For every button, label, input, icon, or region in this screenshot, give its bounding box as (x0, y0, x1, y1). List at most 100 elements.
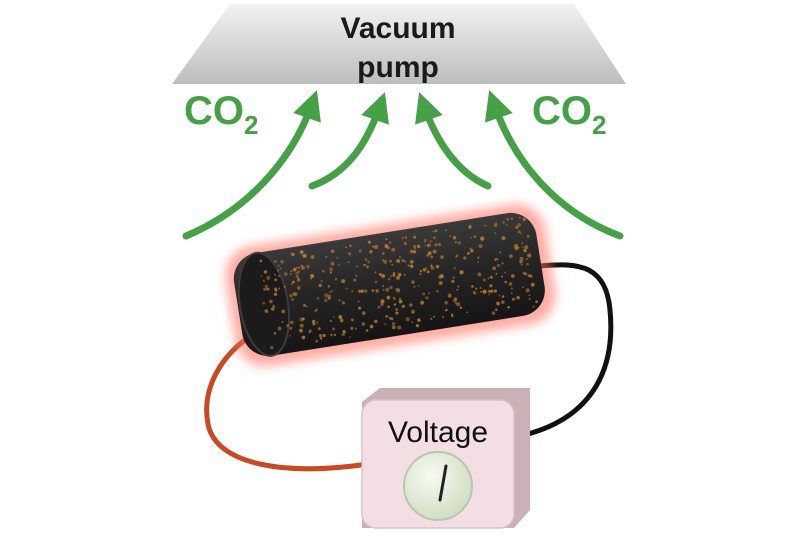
particle (497, 263, 501, 268)
particle (341, 279, 346, 284)
particle (392, 273, 396, 277)
particle (489, 275, 493, 279)
particle (281, 309, 286, 314)
particle (451, 279, 455, 283)
particle (374, 280, 378, 284)
particle (505, 224, 508, 227)
particle (385, 314, 389, 318)
particle (396, 259, 401, 263)
particle (471, 285, 474, 288)
particle (290, 320, 294, 325)
particle (432, 236, 436, 240)
particle (299, 328, 303, 333)
particle (290, 282, 293, 285)
particle (524, 245, 529, 250)
particle (392, 271, 396, 275)
particle (403, 241, 408, 246)
particle (398, 299, 403, 304)
particle (318, 334, 323, 338)
particle (289, 293, 293, 298)
particle (491, 311, 496, 315)
particle (392, 296, 396, 300)
particle (393, 303, 397, 306)
particle (466, 311, 469, 314)
particle (384, 244, 389, 249)
particle (432, 249, 437, 254)
particle (413, 285, 416, 288)
particle (459, 270, 464, 275)
particle (494, 222, 498, 225)
particle (296, 278, 301, 282)
particle (363, 263, 366, 267)
particle (320, 280, 323, 283)
particle (339, 318, 344, 323)
vacuum-pump-label-line2: pump (357, 51, 439, 84)
particle (351, 318, 354, 322)
particle (436, 290, 439, 293)
particle (396, 275, 400, 280)
particle (378, 272, 382, 276)
particle (358, 249, 362, 253)
particle (316, 321, 319, 324)
particle (301, 254, 304, 256)
particle (390, 275, 392, 277)
particle (316, 297, 320, 300)
particle (521, 246, 524, 249)
particle (391, 247, 396, 252)
particle (349, 336, 352, 338)
particle (397, 272, 402, 277)
particle (278, 274, 281, 277)
particle (265, 287, 268, 290)
particle (264, 309, 269, 313)
particle (498, 294, 501, 297)
voltage-power-supply: Voltage (361, 388, 530, 529)
particle (280, 259, 284, 264)
particle (420, 300, 425, 305)
particle (438, 243, 442, 247)
particle (332, 327, 335, 331)
particle (369, 251, 372, 254)
particle (364, 258, 368, 261)
particle (322, 270, 325, 273)
particle (411, 311, 415, 314)
voltage-knob[interactable] (403, 451, 473, 521)
particle (297, 266, 301, 269)
particle (347, 252, 352, 256)
particle (351, 290, 354, 293)
particle (417, 285, 420, 287)
particle (299, 323, 304, 328)
particle (347, 261, 350, 264)
particle (488, 293, 491, 296)
particle (469, 247, 472, 250)
particle (329, 267, 333, 271)
particle (333, 333, 337, 336)
particle (354, 327, 357, 330)
particle (526, 258, 528, 260)
particle (391, 325, 396, 330)
particle (296, 286, 301, 290)
arrow-2 (308, 92, 389, 190)
particle (508, 282, 513, 286)
particle (273, 332, 277, 335)
particle (387, 277, 391, 281)
particle (424, 244, 427, 247)
particle (409, 249, 414, 254)
particle (271, 307, 275, 311)
particle (274, 273, 277, 276)
particle (484, 224, 487, 227)
particle (504, 271, 507, 274)
particle (454, 302, 457, 305)
particle (409, 264, 414, 268)
particle (295, 272, 298, 275)
particle (526, 235, 530, 238)
particle (371, 289, 375, 292)
particle (375, 289, 378, 292)
particle (289, 327, 293, 330)
particle (299, 250, 304, 254)
particle (495, 272, 498, 276)
co2-label-left: CO2 (184, 89, 258, 140)
particle (389, 241, 392, 244)
particle (501, 275, 504, 278)
particle (310, 277, 313, 280)
particle (440, 255, 444, 259)
